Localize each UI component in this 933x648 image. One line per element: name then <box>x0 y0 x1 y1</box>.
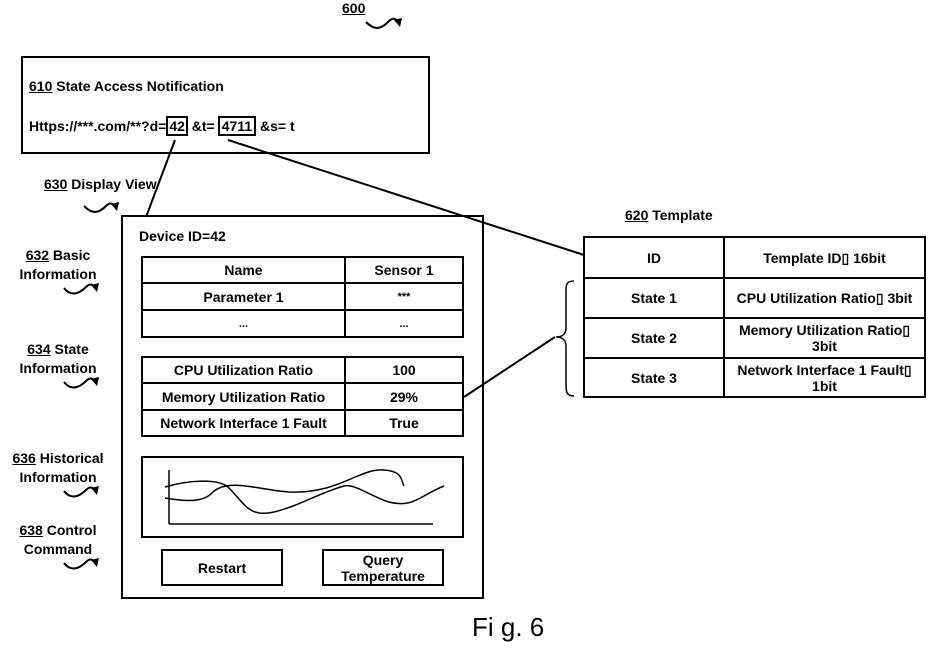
notification-title: 610 State Access Notification <box>29 78 224 94</box>
control-command-label: 638 Control Command <box>19 522 97 557</box>
display-view-panel <box>121 215 484 599</box>
figure-caption: Fi g. 6 <box>472 612 545 642</box>
url-prefix: Https://***.com/**?d= <box>29 118 167 134</box>
ref-636-arrow-icon <box>63 486 97 498</box>
template-id-param[interactable]: 4711 <box>217 116 257 136</box>
table-cell: Network Interface 1 Fault▯ 1bit <box>723 357 926 398</box>
table-header-cell: ID <box>583 236 725 279</box>
state-access-notification-box: 610 State Access Notification Https://**… <box>21 56 430 154</box>
brace-icon <box>555 280 575 397</box>
table-cell: 29% <box>344 382 464 411</box>
table-row: Network Interface 1 Fault True <box>141 409 464 437</box>
table-cell: CPU Utilization Ratio <box>141 356 346 384</box>
t-param: &t= <box>187 118 215 134</box>
basic-information-table: Name Sensor 1 Parameter 1 *** ... ... <box>141 256 464 338</box>
restart-button[interactable]: Restart <box>161 549 283 586</box>
table-row: Memory Utilization Ratio 29% <box>141 382 464 411</box>
table-cell: *** <box>344 282 464 311</box>
table-cell: Network Interface 1 Fault <box>141 409 346 437</box>
table-header-cell: Name <box>141 256 346 284</box>
table-row: ... ... <box>141 309 464 338</box>
state-information-label: 634 State Information <box>19 341 97 376</box>
table-header-cell: Template ID▯ 16bit <box>723 236 926 279</box>
state-information-table: CPU Utilization Ratio 100 Memory Utiliza… <box>141 356 464 437</box>
table-row: State 3 Network Interface 1 Fault▯ 1bit <box>583 357 926 398</box>
table-cell: Memory Utilization Ratio <box>141 382 346 411</box>
chart-series-1 <box>164 480 445 515</box>
ref-634-arrow-icon <box>63 377 97 389</box>
display-view-label: 630 Display View <box>44 176 157 192</box>
figure-ref-number: 600 <box>342 0 366 16</box>
device-id-label: Device ID=42 <box>139 228 226 244</box>
query-temperature-button[interactable]: Query Temperature <box>322 549 444 586</box>
table-cell: ... <box>141 309 346 338</box>
ref-600-arrow-icon <box>365 17 401 29</box>
table-cell: Parameter 1 <box>141 282 346 311</box>
table-cell: State 1 <box>583 277 725 319</box>
historical-chart-box <box>141 456 464 538</box>
notification-url[interactable]: Https://***.com/**?d=42 &t=4711 &s= t <box>29 116 295 136</box>
table-row: State 2 Memory Utilization Ratio▯ 3bit <box>583 317 926 359</box>
table-header-row: ID Template ID▯ 16bit <box>583 236 926 279</box>
table-cell: 100 <box>344 356 464 384</box>
table-row: State 1 CPU Utilization Ratio▯ 3bit <box>583 277 926 319</box>
chart-series-2 <box>164 469 405 502</box>
ref-630-arrow-icon <box>83 202 117 213</box>
table-cell: True <box>344 409 464 437</box>
device-id-param[interactable]: 42 <box>166 116 188 136</box>
ref-632-arrow-icon <box>63 283 97 295</box>
historical-chart <box>164 469 445 525</box>
table-cell: CPU Utilization Ratio▯ 3bit <box>723 277 926 319</box>
table-row: Parameter 1 *** <box>141 282 464 311</box>
historical-information-label: 636 Historical Information <box>12 450 104 485</box>
table-header-row: Name Sensor 1 <box>141 256 464 284</box>
table-cell: State 3 <box>583 357 725 398</box>
basic-information-label: 632 Basic Information <box>19 247 97 282</box>
notification-ref: 610 <box>29 78 53 94</box>
template-label: 620 Template <box>625 207 713 223</box>
table-row: CPU Utilization Ratio 100 <box>141 356 464 384</box>
table-header-cell: Sensor 1 <box>344 256 464 284</box>
template-table: ID Template ID▯ 16bit State 1 CPU Utiliz… <box>583 236 926 398</box>
table-cell: ... <box>344 309 464 338</box>
ref-638-arrow-icon <box>63 558 97 570</box>
table-cell: State 2 <box>583 317 725 359</box>
s-param: &s= t <box>256 118 295 134</box>
table-cell: Memory Utilization Ratio▯ 3bit <box>723 317 926 359</box>
